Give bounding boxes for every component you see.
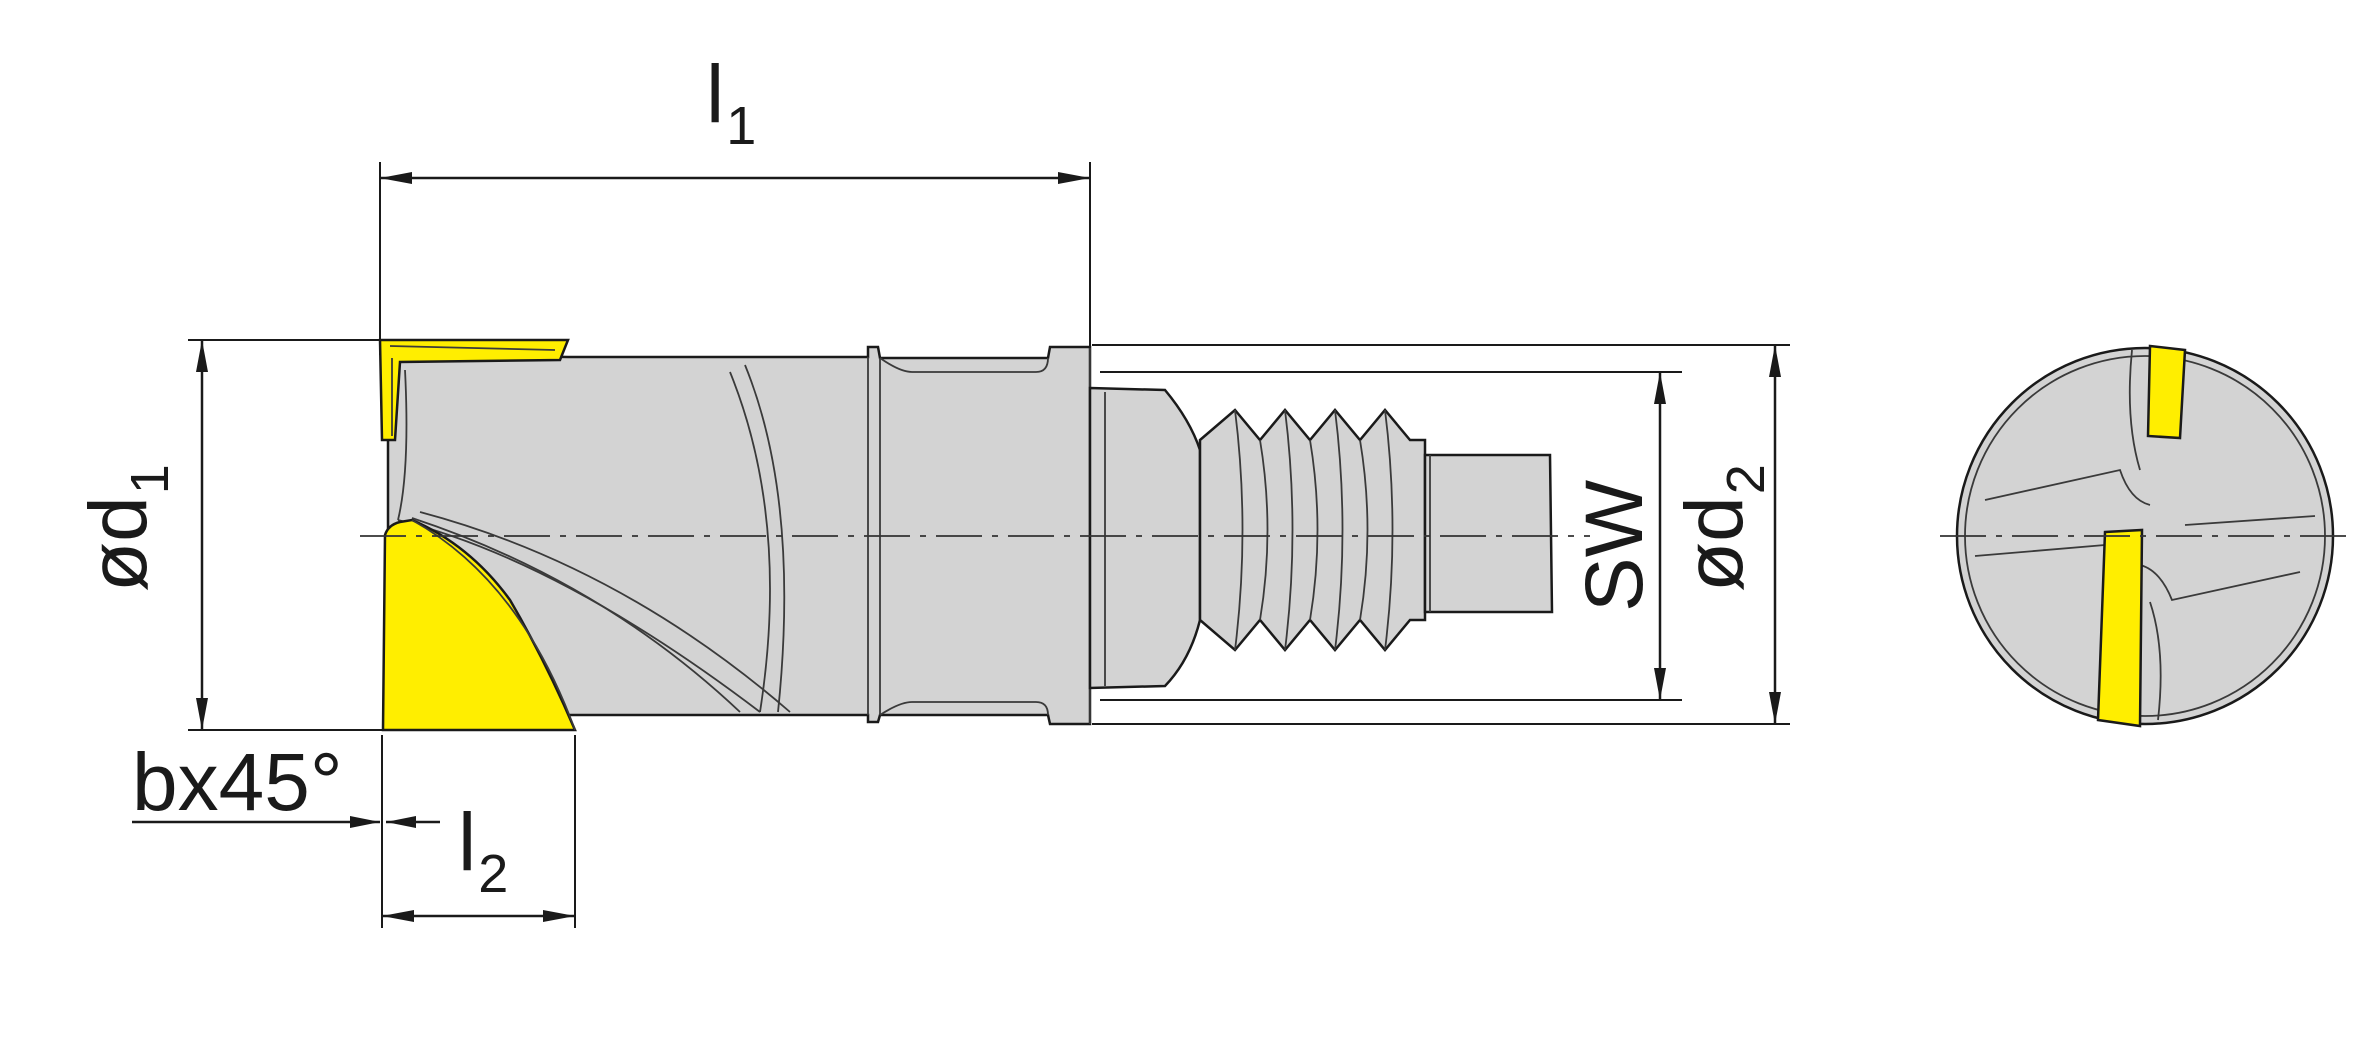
chamfer-arrow-right-head xyxy=(386,816,416,828)
helix-edge-3 xyxy=(419,511,791,713)
shank-pilot xyxy=(1423,453,1554,614)
flute-upper xyxy=(397,369,408,521)
shank-detail xyxy=(1104,392,1431,686)
d2-label: ød2 xyxy=(1669,464,1776,592)
helix-edge-1 xyxy=(397,519,761,713)
side-view xyxy=(360,338,1590,732)
l2-arrow-left xyxy=(382,910,414,922)
flute-curve-outer xyxy=(729,371,771,713)
l1-arrow-right xyxy=(1058,172,1090,184)
l1-label: l1 xyxy=(706,49,756,156)
end-view-insert-top xyxy=(2146,344,2187,440)
chamfer-arrow xyxy=(350,816,380,828)
end-view xyxy=(1940,344,2350,728)
cutting-insert-lower xyxy=(381,518,577,732)
groove-1 xyxy=(879,357,1049,373)
chamfer-label: bx45° xyxy=(132,737,343,828)
d1-arrow-bottom xyxy=(196,698,208,730)
insert-upper-inner xyxy=(389,345,556,436)
d1-label: ød1 xyxy=(73,464,180,592)
d2-arrow-top xyxy=(1769,345,1781,377)
thread-helix xyxy=(1234,409,1394,651)
d2-arrow-bottom xyxy=(1769,692,1781,724)
shank-body xyxy=(1088,386,1202,690)
groove-2 xyxy=(879,701,1049,716)
end-view-flutes xyxy=(1974,349,2316,721)
sw-arrow-bottom xyxy=(1654,668,1666,700)
sw-arrow-top xyxy=(1654,372,1666,404)
dimensions: l1 ød1 SW ød2 bx45° xyxy=(73,49,1790,928)
flute-curve-inner xyxy=(744,364,786,713)
l1-arrow-left xyxy=(380,172,412,184)
l2-arrow-right xyxy=(543,910,575,922)
l2-label: l2 xyxy=(458,797,508,904)
end-view-insert-bottom xyxy=(2096,528,2144,728)
thread-zone xyxy=(1198,408,1427,652)
d1-arrow-top xyxy=(196,340,208,372)
sw-label: SW xyxy=(1569,479,1660,612)
